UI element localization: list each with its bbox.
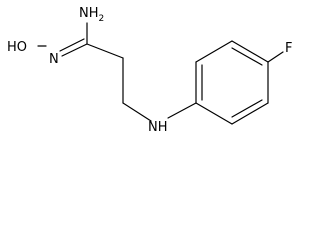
ring-bond-6 bbox=[195, 102, 233, 125]
ring-bond-2 bbox=[195, 40, 233, 63]
amine-n-text: NH bbox=[79, 6, 99, 21]
ring-bond-5 bbox=[231, 102, 269, 125]
amine-h-count: 2 bbox=[99, 14, 105, 24]
bond-c-ch2 bbox=[86, 43, 124, 59]
fluorine-label: F bbox=[285, 41, 292, 56]
bond-c-n-double-b bbox=[59, 38, 85, 52]
oxime-ho-label: HO bbox=[7, 40, 27, 55]
amine-nh2-label: NH2 bbox=[79, 6, 104, 24]
bond-nh-ring bbox=[167, 102, 197, 119]
chemical-structure: NH2 HO N NH F bbox=[7, 6, 292, 135]
ring-bond-3-inner bbox=[231, 47, 263, 66]
ring-bond-5-inner bbox=[231, 99, 263, 118]
bond-ring-f bbox=[267, 51, 284, 63]
bond-c-n-double-a bbox=[61, 43, 88, 57]
ring-bond-3 bbox=[231, 40, 269, 63]
bond-ch2-nh bbox=[122, 102, 152, 122]
oxime-n-label: N bbox=[49, 52, 59, 67]
aniline-nh-label: NH bbox=[148, 120, 168, 135]
